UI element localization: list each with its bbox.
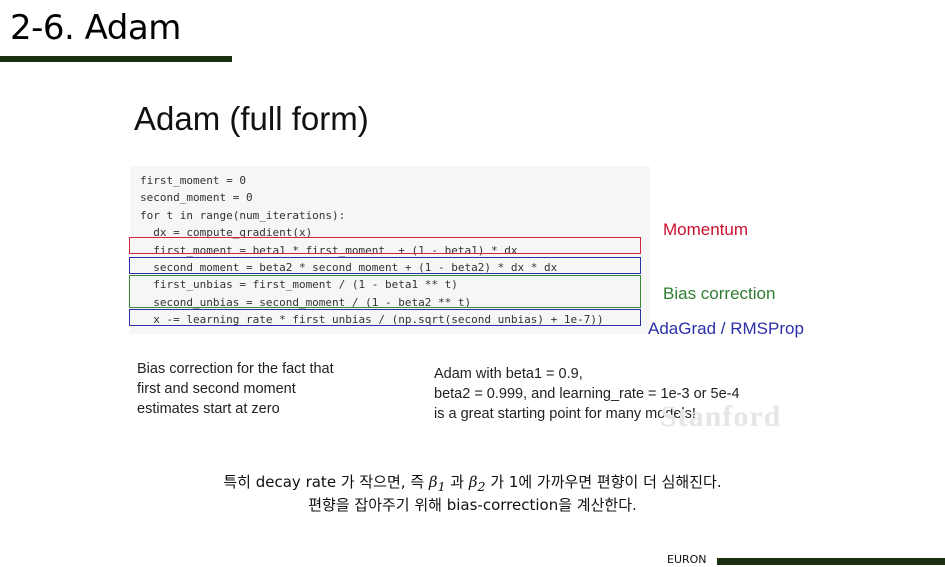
adagrad-highlight-box xyxy=(129,309,641,326)
code-line: for t in range(num_iterations): xyxy=(140,208,346,222)
code-text: first_moment = 0 second_moment = 0 for t i… xyxy=(140,172,604,329)
note-line: Adam with beta1 = 0.9, xyxy=(434,366,583,382)
figure-heading: Adam (full form) xyxy=(134,100,369,137)
bias-correction-highlight-box xyxy=(129,275,641,308)
code-line: first_unbias = first_moment / (1 - beta1… xyxy=(140,278,458,292)
explanation-text: 가 1에 가까우면 편향이 더 심해진다. xyxy=(485,473,722,491)
code-line: second_moment = 0 xyxy=(140,191,253,205)
code-line: x -= learning_rate * first_unbias / (np.… xyxy=(140,313,604,327)
note-line: estimates start at zero xyxy=(137,401,280,417)
note-line: is a great starting point for many model… xyxy=(434,406,696,422)
bias-correction-note: Bias correction for the fact that first … xyxy=(137,359,397,419)
code-line: dx = compute_gradient(x) xyxy=(140,226,313,240)
beta2-symbol: β2 xyxy=(468,473,486,494)
momentum-highlight-box xyxy=(129,237,641,254)
code-line: first_moment = 0 xyxy=(140,174,246,187)
hyperparameter-note: Adam with beta1 = 0.9, beta2 = 0.999, an… xyxy=(434,364,794,424)
adam-figure: Adam (full form) first_moment = 0 second_… xyxy=(120,90,820,440)
title-underline-bar xyxy=(0,56,232,62)
momentum-label: Momentum xyxy=(663,220,749,239)
stanford-watermark: Stanford xyxy=(660,400,782,433)
bias-correction-label: Bias correction xyxy=(663,284,776,303)
explanation-text: 과 xyxy=(445,473,469,491)
explanation-line-1: 특히 decay rate 가 작으면, 즉 β1 과 β2 가 1에 가까우면… xyxy=(0,471,945,494)
code-line: second_moment = beta2 * second_moment + … xyxy=(140,260,558,274)
beta-glyph: β xyxy=(428,473,438,491)
adagrad-rmsprop-label: AdaGrad / RMSProp xyxy=(648,319,804,338)
beta-glyph: β xyxy=(468,473,478,491)
beta-subscript: 1 xyxy=(437,479,446,494)
rmsprop-highlight-box xyxy=(129,257,641,274)
slide-title: 2-6. Adam xyxy=(10,8,181,48)
footer-bar xyxy=(717,558,945,565)
footer-brand: EURON xyxy=(667,553,707,566)
beta1-symbol: β1 xyxy=(428,473,446,494)
explanation-text: 특히 decay rate 가 작으면, 즉 xyxy=(223,473,429,491)
code-block: first_moment = 0 second_moment = 0 for t i… xyxy=(130,166,650,334)
explanation-line-2: 편향을 잡아주기 위해 bias-correction을 계산한다. xyxy=(308,496,637,514)
note-line: Bias correction for the fact that xyxy=(137,361,334,377)
note-line: beta2 = 0.999, and learning_rate = 1e-3 … xyxy=(434,386,740,402)
beta-subscript: 2 xyxy=(477,479,486,494)
note-line: first and second moment xyxy=(137,381,296,397)
code-line: second_unbias = second_moment / (1 - bet… xyxy=(140,295,472,309)
